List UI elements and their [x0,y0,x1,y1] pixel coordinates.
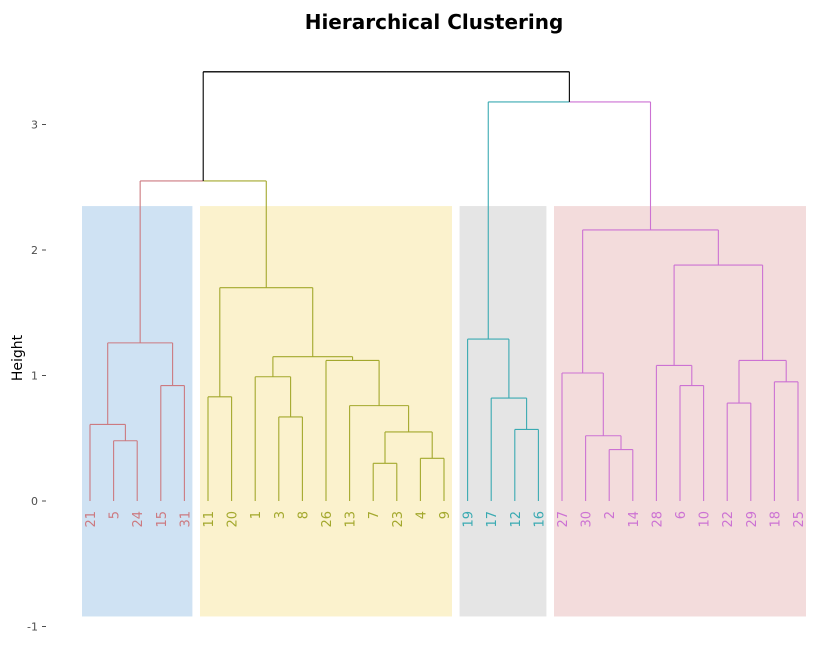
leaf-label: 20 [226,511,241,528]
leaf-label: 11 [202,511,217,528]
y-axis-title: Height [10,334,26,381]
leaf-label: 5 [108,511,123,519]
leaf-label: 30 [580,511,595,528]
leaf-label: 23 [391,511,406,528]
cluster-box-1 [82,206,193,617]
leaf-label: 6 [674,511,689,519]
y-tick-label: -1 [27,621,38,634]
leaf-label: 10 [698,511,713,528]
leaf-label: 4 [414,511,429,519]
leaf-label: 2 [603,511,618,519]
leaf-label: 14 [627,511,642,528]
leaf-label: 1 [249,511,264,519]
leaf-label: 17 [485,511,500,528]
leaf-label: 7 [367,511,382,519]
leaf-label: 21 [84,511,99,528]
y-tick-label: 2 [31,244,38,257]
cluster-box-3 [459,206,547,617]
dendrogram-branches [89,71,799,501]
leaf-label: 3 [273,511,288,519]
leaf-label: 15 [155,511,170,528]
y-tick-label: 3 [31,119,38,132]
leaf-label: 28 [650,511,665,528]
leaf-label: 12 [509,511,524,528]
leaf-label: 27 [556,511,571,528]
leaf-label: 16 [532,511,547,528]
chart-title: Hierarchical Clustering [304,10,564,34]
leaf-label: 25 [792,511,807,528]
leaf-label: 8 [296,511,311,519]
y-axis: -1 0 1 2 3 [27,119,46,634]
leaf-label: 18 [768,511,783,528]
leaf-label: 13 [344,511,359,528]
cluster-boxes [82,206,806,617]
y-tick-label: 1 [31,370,38,383]
leaf-label: 9 [438,511,453,519]
leaf-label: 19 [462,511,477,528]
y-tick-label: 0 [31,495,38,508]
leaf-label: 31 [178,511,193,528]
leaf-label: 24 [131,511,146,528]
leaf-label: 22 [721,511,736,528]
leaf-label: 29 [745,511,760,528]
leaf-label: 26 [320,511,335,528]
